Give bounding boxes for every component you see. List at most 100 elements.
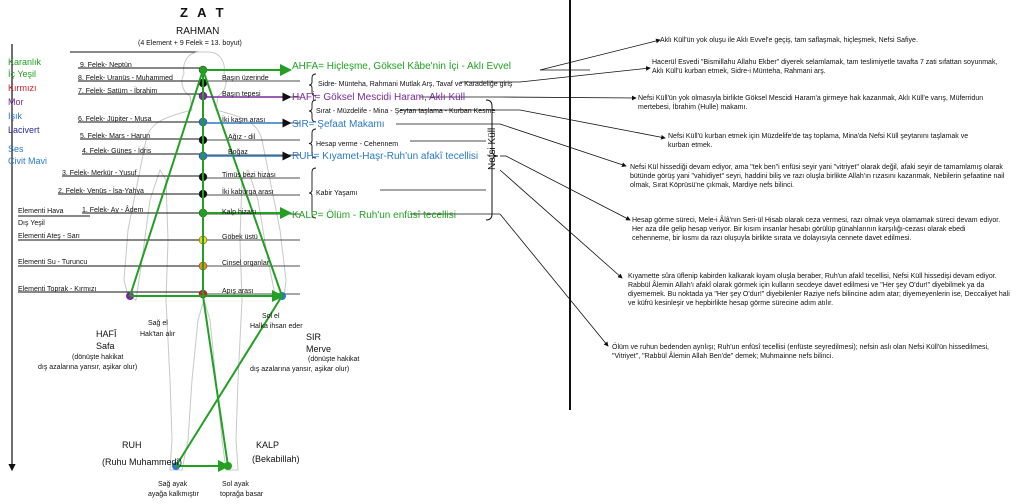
brace-label: Kabir Yaşamı: [316, 190, 358, 197]
station-eq: =: [317, 210, 324, 221]
nefsi-kull-label: Nefsi Küll: [487, 127, 498, 170]
station-text: Kıyamet-Haşr-Ruh'un afakî tecellisi: [322, 151, 479, 162]
station-key: KALP: [292, 210, 318, 221]
element-label: Elementi Su - Turuncu: [18, 259, 88, 266]
note-ahfa: Aklı Küll'ün yok oluşu ile Aklı Evvel'e …: [660, 37, 918, 44]
note-hafi: Nefsi Küll'ün yok olmasıyla birlikte Gök…: [638, 95, 984, 111]
note-arrow: [499, 213, 609, 347]
sag-ayak-label: ayağa kalkmıştır: [148, 491, 199, 498]
note-arrow: [519, 66, 651, 83]
note-sirat: Nefsi Küll'ü kurban etmek için Müzdelife…: [668, 133, 969, 149]
color-label: Işık: [8, 111, 23, 121]
body-point-label: Başın üzerinde: [222, 75, 269, 82]
hafi-title: HAFÎ: [96, 329, 117, 339]
body-point-label: İki kaşın arası: [222, 117, 266, 124]
hafi-desc: (dönüşte hakikat: [72, 354, 124, 361]
sir-desc: (dönüşte hakikat: [308, 356, 360, 363]
station-eq: =: [313, 151, 320, 162]
felek-label: 5. Felek- Mars - Harun: [80, 133, 151, 140]
diagram-subtitle-note: (4 Element + 9 Felek = 13. boyut): [138, 40, 242, 47]
ruh-title: RUH: [122, 440, 142, 450]
note-arrow: [505, 155, 631, 221]
flow-line: [129, 69, 204, 297]
element-label: Elementi Toprak - Kırmızı: [18, 286, 97, 293]
color-label: Mor: [8, 97, 24, 107]
station-kalp: KALP= Ölüm - Ruh'un enfüsî tecellisi: [292, 211, 456, 221]
body-point-label: Timüs bezi hizası: [222, 172, 276, 179]
sag-ayak-label: Sağ ayak: [158, 481, 188, 488]
station-ahfa: AHFA= Hiçleşme, Göksel Kâbe'nin İçi - Ak…: [292, 62, 511, 72]
sir-title: SIR: [306, 332, 322, 342]
sag-el-label: Sağ el: [148, 320, 168, 327]
brace: [308, 73, 317, 97]
body-point-label: Apış arası: [222, 288, 254, 295]
element-label: Elementi Hava: [18, 208, 64, 215]
station-key: RUH: [292, 151, 314, 162]
note-ruh: Kıyamette sûra üflenip kabirden kalkarak…: [628, 273, 1010, 307]
color-label: İç Yeşil: [8, 69, 37, 79]
station-text: Göksel Mescidi Haram, Aklı Küll: [323, 92, 466, 103]
color-label: Karanlık: [8, 57, 42, 67]
color-label: Çivit Mavi: [8, 156, 48, 166]
sol-ayak-label: Sol ayak: [222, 481, 249, 488]
station-hafi: HAFİ= Göksel Mescidi Haram, Aklı Küll: [292, 93, 465, 103]
brace-label: Sidre- Münteha, Rahmani Mutlak Arş, Tava…: [318, 81, 513, 88]
brace: [308, 167, 317, 219]
hafi-sub: Safa: [96, 341, 115, 351]
diagram-title: Z A T: [180, 5, 227, 20]
station-text: Şefaat Makamı: [317, 119, 385, 130]
sag-el-label: Hak'tan alır: [140, 331, 176, 338]
ruh-sub: (Ruhu Muhammedî): [102, 457, 183, 467]
sir-desc: dış azalarına yansır, aşikar olur): [250, 366, 350, 373]
note-sir: Nefsi Kül hissediği devam ediyor, ama "t…: [630, 164, 1005, 189]
note-sidre: Hacerül Esvedi "Bismillahu Allahu Ekber"…: [652, 59, 998, 75]
body-point-label: Göbek üstü: [222, 234, 258, 241]
station-sir: SIR= Şefaat Makamı: [292, 120, 385, 130]
color-label: Ses: [8, 144, 24, 154]
brace-label: Hesap verme - Cehennem: [316, 141, 399, 148]
body-point-label: Ağız - dil: [228, 134, 256, 141]
felek-label: 4. Felek- Güneş - İdris: [82, 148, 152, 155]
nefsi-brace: [485, 99, 499, 221]
brace: [308, 128, 317, 159]
sol-el-label: Halka ihsan eder: [250, 323, 303, 330]
color-label: Kırmızı: [8, 83, 37, 93]
felek-label: 8. Felek- Uranüs - Muhammed: [78, 75, 173, 82]
sol-el-label: Sol el: [262, 313, 280, 320]
color-label: Lacivert: [8, 125, 40, 135]
note-hesap: Hesap görme süreci, Mele-i Âlâ'nın Seri-…: [632, 217, 1001, 242]
station-key: AHFA: [292, 61, 319, 72]
note-arrow: [539, 38, 661, 71]
flow-line: [202, 69, 283, 297]
felek-label: 2. Felek- Venüs - İsa-Yahya: [58, 188, 144, 195]
station-text: Hiçleşme, Göksel Kâbe'nin İçi - Aklı Evv…: [326, 61, 511, 72]
note-arrow: [499, 123, 627, 168]
note-kalp: Ölüm ve ruhun bedenden ayrılışı; Ruh'un …: [612, 344, 989, 360]
element-label: Elementi Ateş - Sarı: [18, 233, 80, 240]
body-silhouette: [123, 51, 287, 471]
body-point-label: Kalp hizası: [222, 209, 257, 216]
kalp-sub: (Bekabillah): [252, 454, 300, 464]
flow-line: [175, 295, 283, 467]
body-point-label: İki kaburga arası: [222, 189, 274, 196]
brace: [308, 99, 317, 123]
station-key: SIR: [292, 119, 309, 130]
diagram-subtitle: RAHMAN: [176, 26, 220, 37]
element-label: Dış Yeşil: [18, 220, 45, 227]
station-key: HAFİ: [292, 92, 315, 103]
felek-label: 3. Felek- Merkür - Yusuf: [62, 170, 137, 177]
felek-label: 1. Felek- Ay - Âdem: [82, 207, 144, 214]
body-point-label: Boğaz: [228, 149, 248, 156]
station-eq: =: [308, 119, 315, 130]
station-ruh: RUH= Kıyamet-Haşr-Ruh'un afakî tecellisi: [292, 152, 478, 162]
station-text: Ölüm - Ruh'un enfüsî tecellisi: [326, 210, 456, 221]
body-point-label: Cinsel organlar: [222, 260, 270, 267]
body-point-label: Başın tepesi: [222, 91, 261, 98]
note-arrow: [519, 109, 666, 140]
note-arrow: [499, 169, 623, 279]
felek-label: 7. Felek- Satürn - İbrahim: [78, 88, 158, 95]
felek-label: 6. Felek- Jüpiter - Musa: [78, 116, 152, 123]
station-eq: =: [318, 61, 324, 72]
hafi-desc: dış azalarına yansır, aşikar olur): [38, 364, 138, 371]
